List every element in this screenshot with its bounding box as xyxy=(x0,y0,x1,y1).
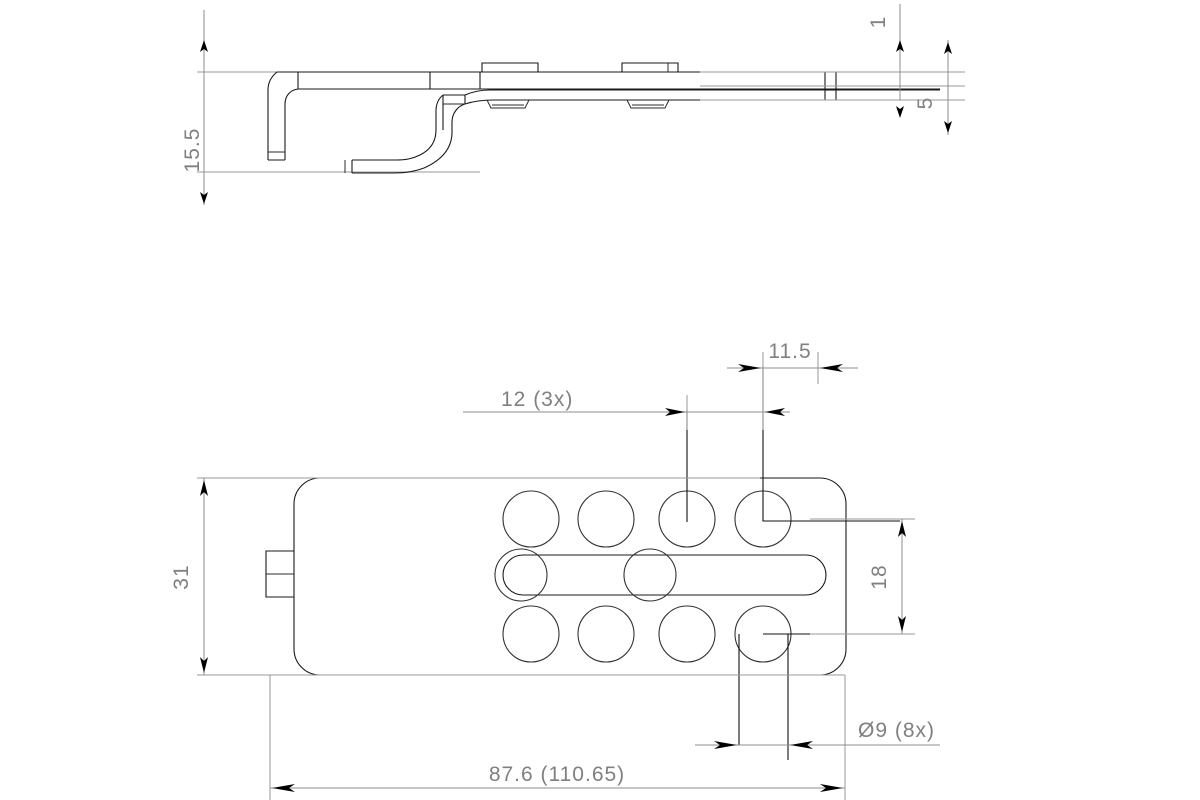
side-lower-body-top xyxy=(464,89,940,96)
dimension-18-text: 18 xyxy=(868,564,891,589)
dimension-1: 1 xyxy=(867,4,904,118)
dimension-5-text: 5 xyxy=(914,97,937,110)
dimension-31-text: 31 xyxy=(170,564,193,589)
hole-bot-1 xyxy=(502,605,560,663)
side-dimple-1 xyxy=(486,99,530,109)
side-lower-return-outer xyxy=(352,94,444,161)
side-view: 15.5 1 5 xyxy=(181,4,965,205)
dimension-11-5-text: 11.5 xyxy=(768,340,811,363)
dimension-12-3x: 12 (3x) xyxy=(463,368,790,430)
side-left-bend-outer xyxy=(267,71,278,160)
dimension-11-5: 11.5 xyxy=(727,340,858,384)
dimension-hole-diameter: Ø9 (8x) xyxy=(695,719,940,749)
hole-bot-3 xyxy=(658,605,716,663)
leader-11-5-to-hole xyxy=(762,366,900,522)
dimension-15-5-text: 15.5 xyxy=(181,128,204,173)
hole-mid-1 xyxy=(494,548,548,602)
dimension-15-5: 15.5 xyxy=(181,10,208,205)
dimension-hole-diameter-text: Ø9 (8x) xyxy=(858,719,935,742)
plan-middle-slot xyxy=(502,554,827,596)
dimension-5: 5 xyxy=(914,40,952,135)
dimension-31: 31 xyxy=(170,478,208,675)
dimension-1-text: 1 xyxy=(867,16,890,29)
hole-top-2 xyxy=(577,490,635,548)
hole-bot-2 xyxy=(577,605,635,663)
dimension-overall-length: 87.6 (110.65) xyxy=(270,763,845,792)
side-tab-1 xyxy=(481,62,539,72)
dimension-12-3x-text: 12 (3x) xyxy=(501,388,573,411)
side-lower-body-bottom xyxy=(464,99,940,105)
dimension-overall-length-text: 87.6 (110.65) xyxy=(489,763,625,786)
plan-view: 31 12 (3x) 11.5 xyxy=(170,340,940,800)
side-lower-return-inner xyxy=(352,103,466,174)
hole-mid-2 xyxy=(623,548,677,602)
side-left-bend-inner xyxy=(284,88,299,160)
hole-top-1 xyxy=(502,490,560,548)
side-tab-2 xyxy=(621,62,679,72)
dimension-18: 18 xyxy=(868,519,906,634)
side-dimple-2 xyxy=(626,99,670,109)
